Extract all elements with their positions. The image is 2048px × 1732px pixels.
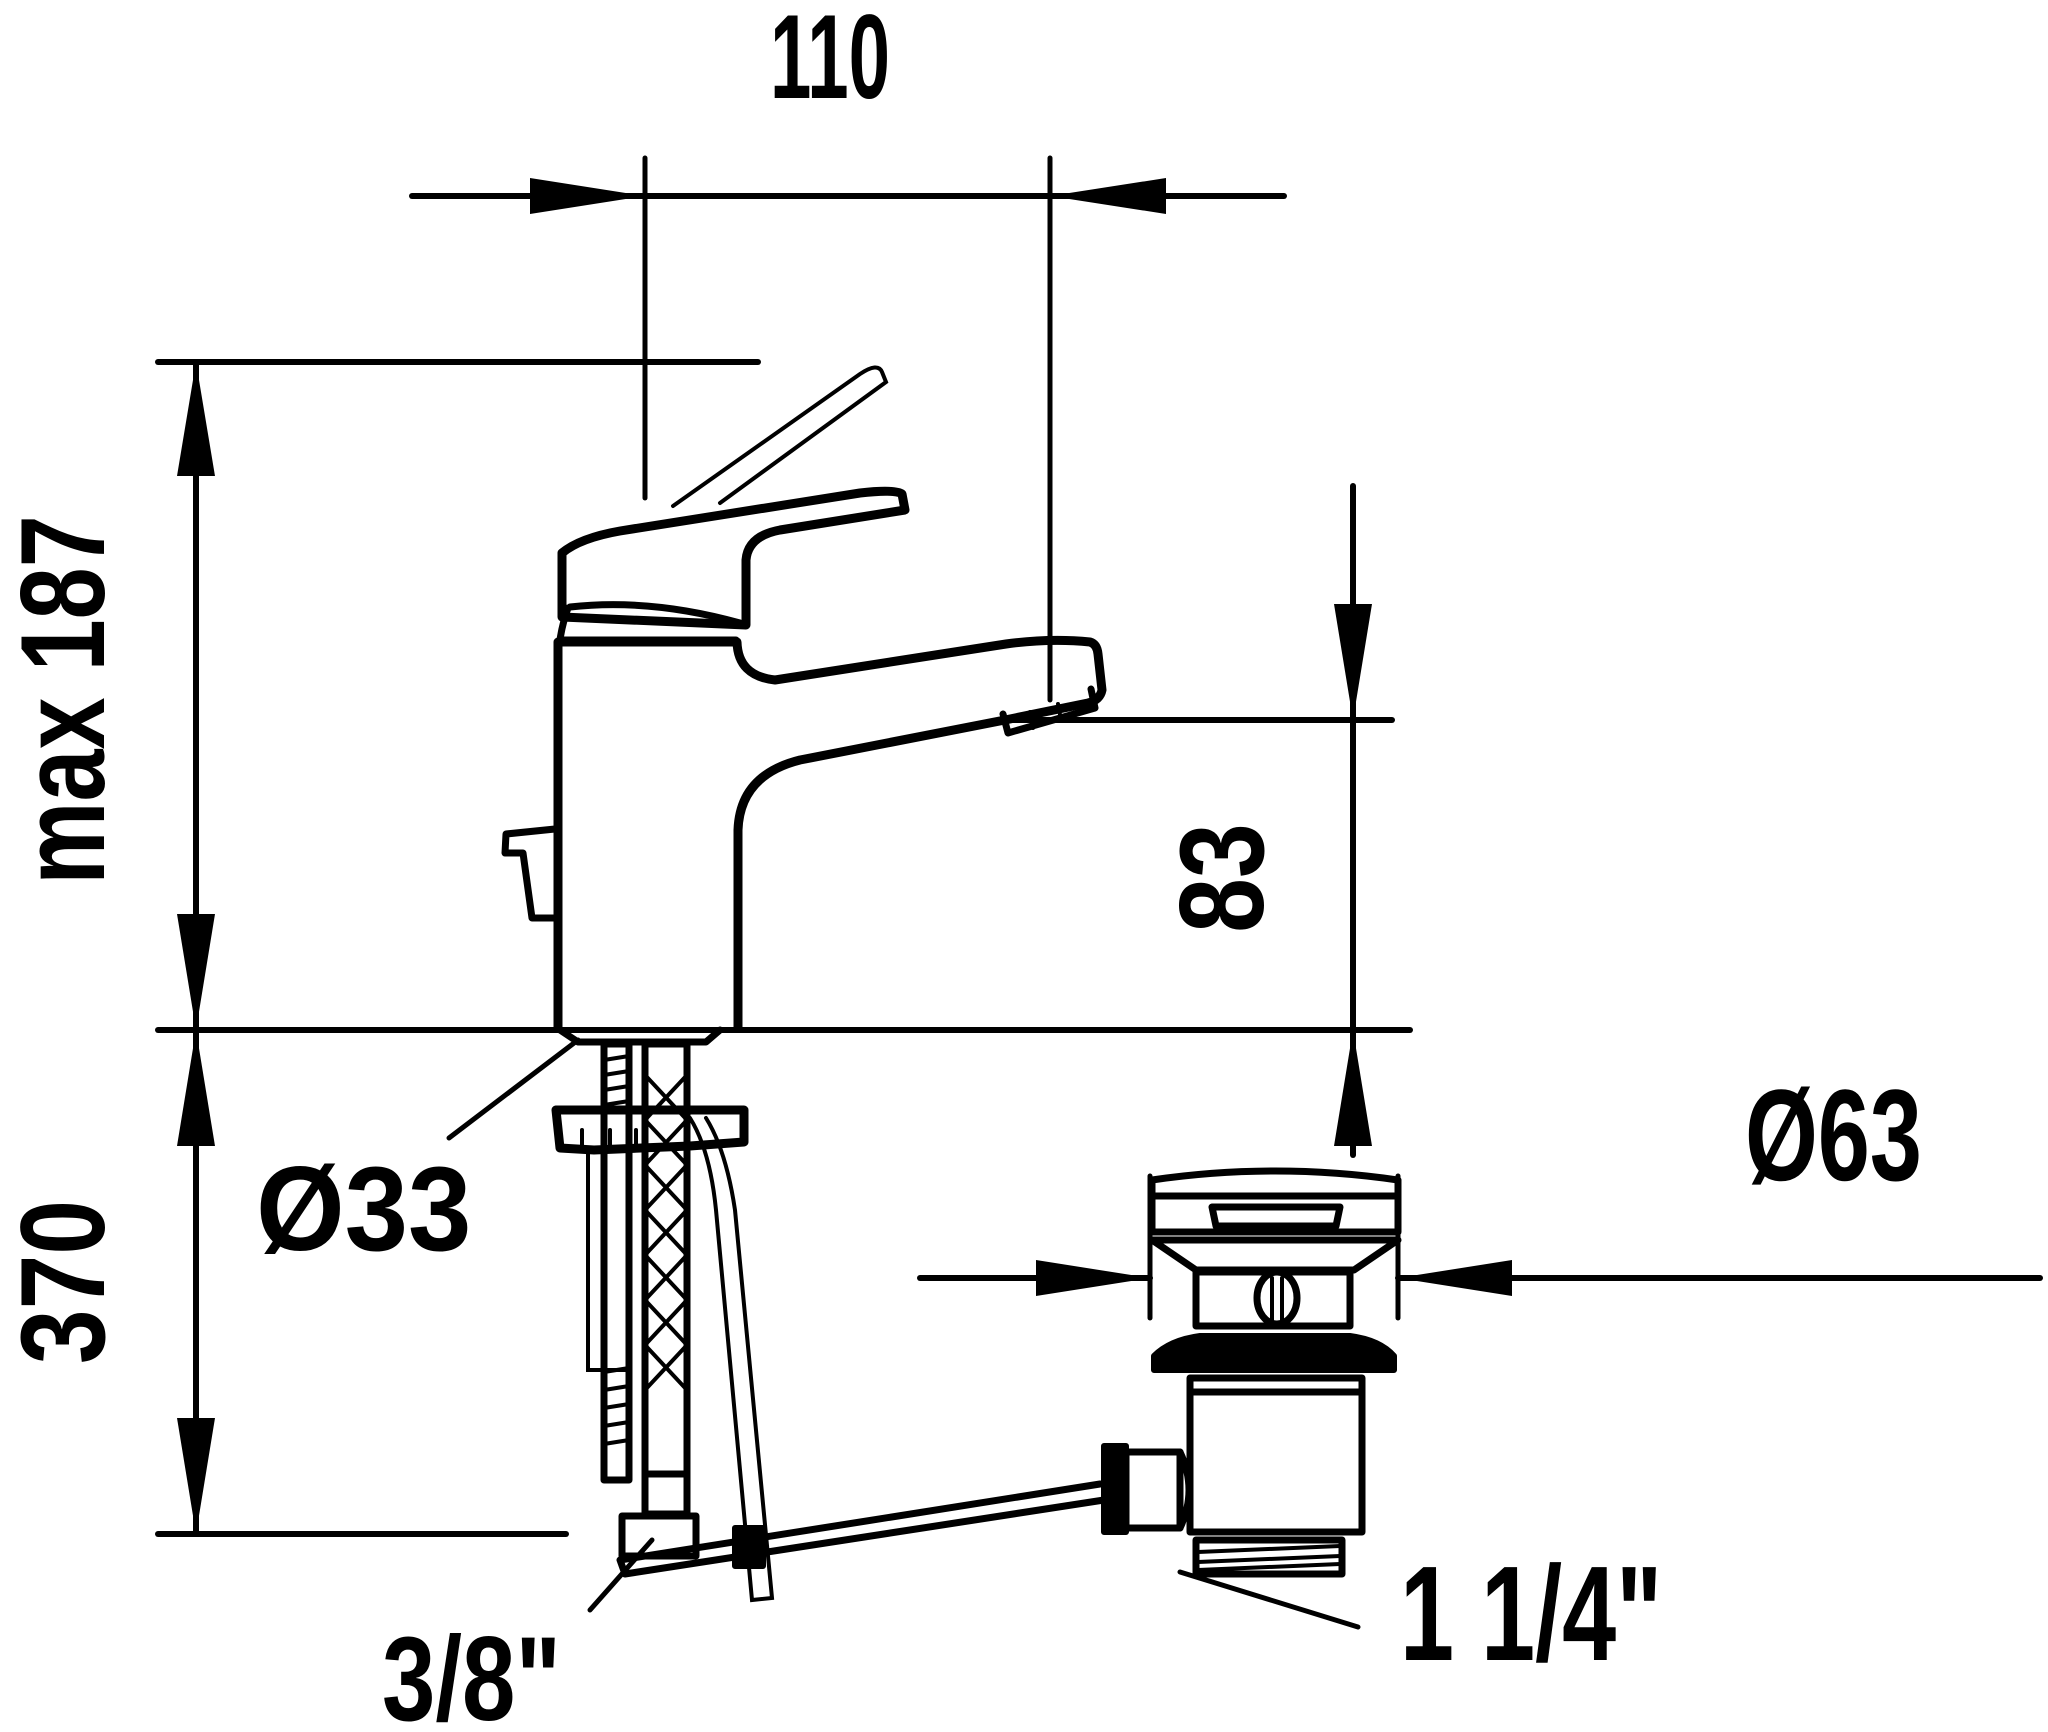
faucet-body <box>553 635 1107 1033</box>
dimension-diameter-63: Ø63 <box>917 1063 2043 1321</box>
dimension-supply-3-8: 3/8" <box>382 1537 655 1732</box>
dimension-label-110: 110 <box>770 0 890 124</box>
base-plate <box>556 1026 724 1046</box>
dimension-waste-1-1-4: 1 1/4" <box>1177 1538 1662 1689</box>
waste-stem <box>1253 1268 1301 1328</box>
dimension-label-83: 83 <box>1156 823 1289 932</box>
rod-clamp <box>732 1525 766 1569</box>
stud-tube <box>586 1148 632 1372</box>
lever-handle <box>557 486 910 630</box>
popup-waste <box>1101 1167 1402 1578</box>
dimension-label-diameter-63: Ø63 <box>1745 1063 1922 1209</box>
lift-rod <box>616 1480 1108 1578</box>
aerator <box>999 685 1099 737</box>
dimension-83: 83 <box>1002 483 1395 1158</box>
popup-rod <box>688 1116 775 1603</box>
dimension-370: 370 <box>0 1027 569 1537</box>
waste-flange <box>1151 1333 1397 1373</box>
dimension-label-supply-3-8: 3/8" <box>382 1613 561 1732</box>
dimension-max-187: max 187 <box>0 359 761 1033</box>
fixing-nut <box>551 1105 749 1155</box>
under-deck-fixings <box>551 1040 1108 1603</box>
popup-rod-knob <box>501 825 559 922</box>
dimension-label-370: 370 <box>0 1200 130 1364</box>
waste-outlet-thread <box>1192 1536 1346 1578</box>
dimension-label-diameter-33: Ø33 <box>256 1141 471 1275</box>
faucet <box>501 365 1107 1046</box>
lever-raised-outline <box>671 365 889 508</box>
waste-body <box>1186 1374 1366 1536</box>
dimension-label-waste-1-1-4: 1 1/4" <box>1400 1538 1662 1688</box>
hose-connector <box>641 1470 691 1518</box>
dimension-110: 110 <box>409 0 1287 703</box>
dimension-label-max-187: max 187 <box>0 515 130 885</box>
waste-plug <box>1148 1167 1402 1200</box>
dimension-diameter-33: Ø33 <box>256 1037 581 1276</box>
